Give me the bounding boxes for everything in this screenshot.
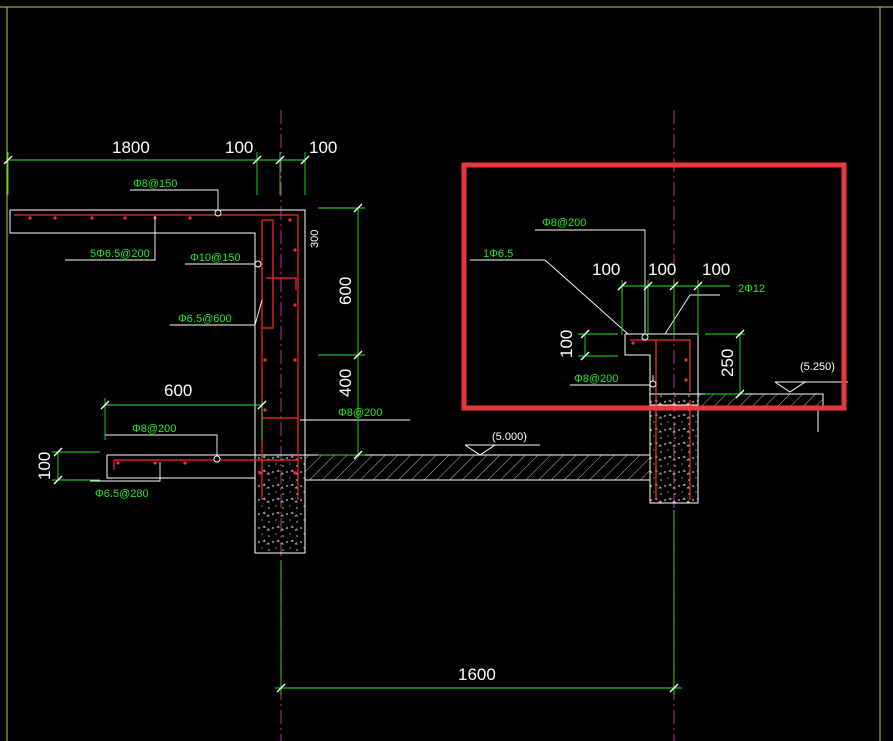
dim-300: 300 bbox=[309, 230, 321, 248]
rebar bbox=[14, 214, 691, 500]
label-phi10-150: Φ10@150 bbox=[190, 252, 241, 264]
label-5phi6-200: 5Φ6.5@200 bbox=[90, 248, 150, 260]
dim-600-horiz: 600 bbox=[164, 381, 192, 400]
dimension-ticks bbox=[3, 155, 745, 693]
label-2phi12: 2Φ12 bbox=[738, 283, 765, 295]
centerlines bbox=[280, 110, 675, 741]
dim-600-vert: 600 bbox=[336, 277, 355, 305]
elevation-markers bbox=[464, 381, 848, 456]
rebar-dots bbox=[28, 216, 688, 475]
left-structure-outline bbox=[9, 209, 306, 479]
label-phi6-600: Φ6.5@600 bbox=[178, 313, 232, 325]
dim-250: 250 bbox=[718, 349, 737, 377]
label-phi6-280: Φ6.5@280 bbox=[95, 488, 149, 500]
label-phi8-150: Φ8@150 bbox=[133, 178, 177, 190]
dim-100-r-left: 100 bbox=[557, 330, 576, 358]
dim-100-r1: 100 bbox=[592, 260, 620, 279]
dim-1600: 1600 bbox=[458, 665, 496, 684]
label-phi8-200-left: Φ8@200 bbox=[132, 423, 176, 435]
dim-100-top-b: 100 bbox=[309, 138, 337, 157]
concrete-regions bbox=[254, 393, 824, 554]
highlight-box bbox=[461, 162, 847, 411]
leader-lines bbox=[65, 189, 720, 482]
elevation-5250: (5.250) bbox=[800, 361, 835, 373]
elevation-5000: (5.000) bbox=[492, 431, 527, 443]
dim-400-vert: 400 bbox=[336, 369, 355, 397]
label-phi8-200-right-bottom: Φ8@200 bbox=[574, 373, 618, 385]
leader-circles bbox=[213, 209, 657, 463]
label-1phi6: 1Φ6.5 bbox=[483, 248, 513, 260]
dim-100-r2: 100 bbox=[648, 260, 676, 279]
label-phi8-200-mid: Φ8@200 bbox=[338, 407, 382, 419]
dim-100-top-a: 100 bbox=[225, 138, 253, 157]
label-phi8-200-right-top: Φ8@200 bbox=[542, 217, 586, 229]
dim-100-left: 100 bbox=[35, 452, 54, 480]
drawing-frame bbox=[0, 6, 893, 741]
dim-100-r3: 100 bbox=[702, 260, 730, 279]
dim-1800: 1800 bbox=[112, 138, 150, 157]
dimension-lines bbox=[7, 152, 745, 695]
